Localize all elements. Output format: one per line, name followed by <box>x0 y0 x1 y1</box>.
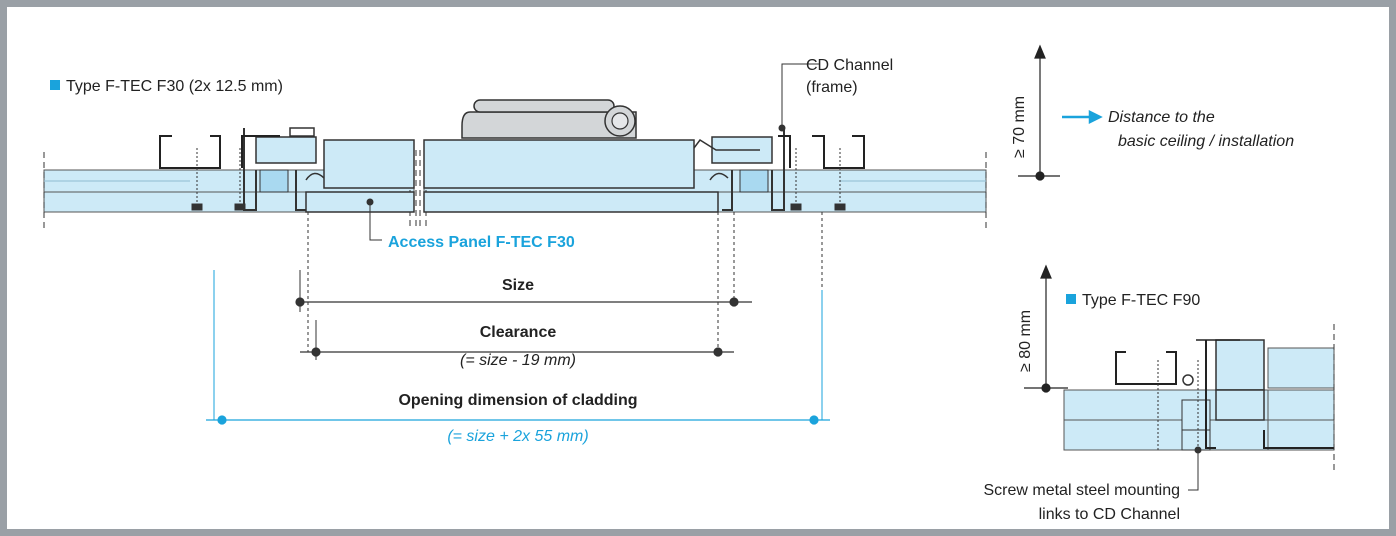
extension-lines-cyan <box>213 212 823 420</box>
opening-dimension <box>206 415 830 425</box>
height-80-marker <box>1024 264 1068 393</box>
screw-label-2: links to CD Channel <box>1039 506 1180 523</box>
opening-label: Opening dimension of cladding <box>398 392 637 409</box>
size-label: Size <box>502 277 534 294</box>
height-70-marker <box>1018 44 1060 181</box>
distance-arrow <box>1062 109 1103 125</box>
screw-leader <box>1188 446 1202 491</box>
screws <box>191 148 846 211</box>
panel-lock-mechanism <box>461 99 637 139</box>
distance-label-1: Distance to the <box>1108 109 1215 126</box>
opening-note: (= size + 2x 55 mm) <box>447 428 588 445</box>
screw-label-1: Screw metal steel mounting <box>983 482 1180 499</box>
cd-channel-leader <box>778 63 820 132</box>
clearance-dimension <box>300 320 734 360</box>
type-f90-label: Type F-TEC F90 <box>1082 292 1200 309</box>
clearance-note: (= size - 19 mm) <box>460 352 576 369</box>
distance-label-2: basic ceiling / installation <box>1118 133 1294 150</box>
cd-channels <box>159 135 865 169</box>
access-panel-body <box>243 127 785 213</box>
min-80-label: ≥ 80 mm <box>1017 310 1034 372</box>
bullet-square-f90 <box>1066 294 1076 304</box>
ceiling-section-diagram: Type F-TEC F30 (2x 12.5 mm) CD Channel (… <box>43 44 1335 523</box>
min-70-label: ≥ 70 mm <box>1011 96 1028 158</box>
bullet-square <box>50 80 60 90</box>
size-dimension <box>295 270 752 312</box>
access-panel-leader <box>366 198 382 241</box>
cd-channel-label: CD Channel <box>806 57 893 74</box>
type-f30-label: Type F-TEC F30 (2x 12.5 mm) <box>66 78 283 95</box>
extension-lines <box>307 212 735 352</box>
diagram-frame: Type F-TEC F30 (2x 12.5 mm) CD Channel (… <box>7 7 1389 529</box>
clearance-label: Clearance <box>480 324 557 341</box>
cd-channel-frame-label: (frame) <box>806 79 858 96</box>
access-panel-label: Access Panel F-TEC F30 <box>388 234 575 251</box>
f90-detail <box>1063 324 1335 470</box>
